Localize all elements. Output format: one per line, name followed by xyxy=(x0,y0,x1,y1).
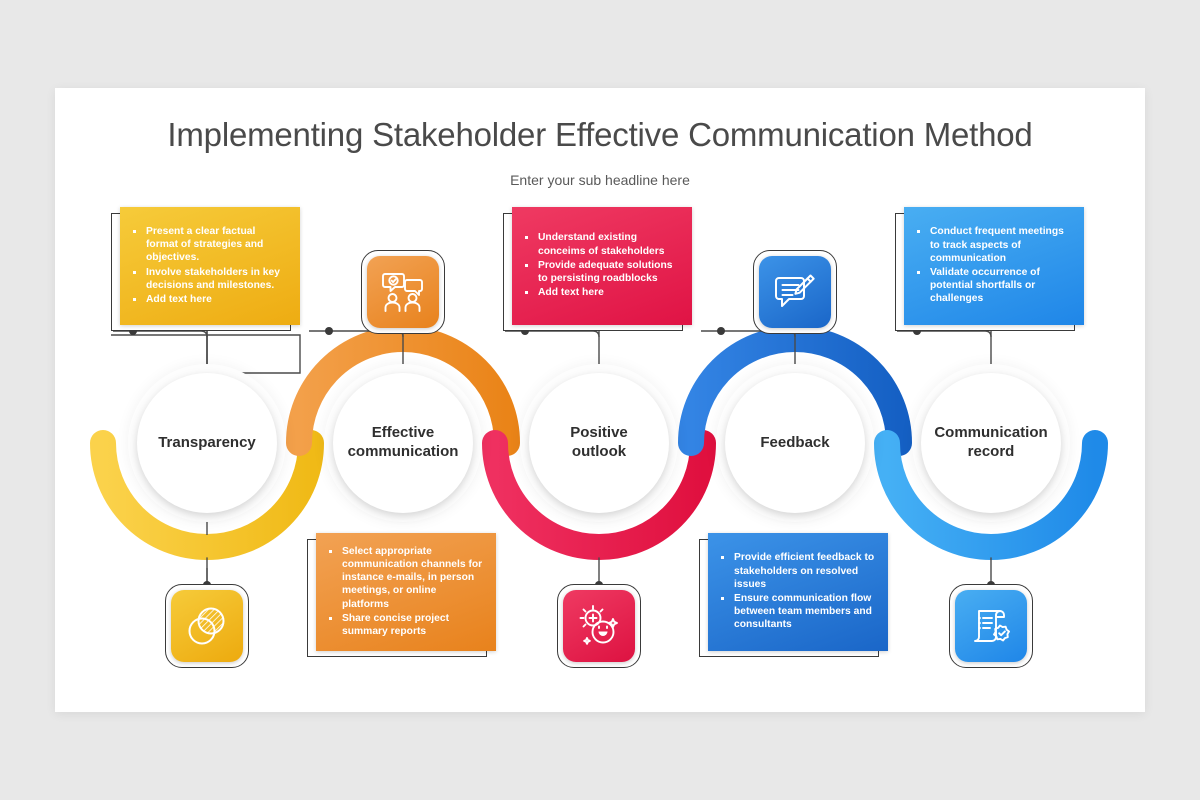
icon-tile-transparency[interactable] xyxy=(165,584,249,668)
slide-canvas: Implementing Stakeholder Effective Commu… xyxy=(55,88,1145,712)
card-fill: Provide efficient feedback to stakeholde… xyxy=(708,533,888,651)
list-item: Select appropriate communication channel… xyxy=(329,545,483,610)
icon-tile-communication-record[interactable] xyxy=(949,584,1033,668)
icon-tile-positive-outlook[interactable] xyxy=(557,584,641,668)
icon-tile-feedback[interactable] xyxy=(753,250,837,334)
text-card-communication-record[interactable]: Conduct frequent meetings to track aspec… xyxy=(895,207,1084,331)
people-chat-check-icon xyxy=(380,269,426,315)
list-item: Conduct frequent meetings to track aspec… xyxy=(917,225,1072,265)
icon-tile-effective-communication[interactable] xyxy=(361,250,445,334)
card-fill: Understand existing conceims of stakehol… xyxy=(512,207,692,325)
bullet-list: Provide efficient feedback to stakeholde… xyxy=(708,551,888,632)
page-subtitle: Enter your sub headline here xyxy=(510,172,690,188)
smiley-sparkle-icon xyxy=(576,603,622,649)
node-transparency[interactable]: Transparency xyxy=(137,373,277,513)
text-card-transparency[interactable]: Present a clear factual format of strate… xyxy=(111,207,300,331)
chat-pencil-icon xyxy=(772,269,818,315)
tile-fill xyxy=(563,590,635,662)
list-item: Ensure communication flow between team m… xyxy=(721,592,876,632)
scroll-seal-icon xyxy=(968,603,1014,649)
list-item: Add text here xyxy=(525,286,680,299)
list-item: Provide efficient feedback to stakeholde… xyxy=(721,552,875,590)
list-item: Share concise project summary reports xyxy=(329,612,484,638)
list-item: Present a clear factual format of strate… xyxy=(133,225,288,265)
list-item: Involve stakeholders in key decisions an… xyxy=(133,266,288,292)
card-fill: Conduct frequent meetings to track aspec… xyxy=(904,207,1084,325)
tile-fill xyxy=(367,256,439,328)
page-title: Implementing Stakeholder Effective Commu… xyxy=(167,116,1033,153)
node-label-transparency: Transparency xyxy=(158,433,256,451)
tile-fill xyxy=(759,256,831,328)
tile-fill xyxy=(955,590,1027,662)
node-label-feedback: Feedback xyxy=(760,433,830,451)
text-card-positive-outlook[interactable]: Understand existing conceims of stakehol… xyxy=(503,207,692,331)
bullet-list: Select appropriate communication channel… xyxy=(316,545,496,639)
list-item: Provide adequate solutions to persisting… xyxy=(525,259,680,285)
bullet-list: Conduct frequent meetings to track aspec… xyxy=(904,225,1084,306)
node-feedback[interactable]: Feedback xyxy=(725,373,865,513)
list-item: Understand existing conceims of stakehol… xyxy=(525,231,680,257)
tile-fill xyxy=(171,590,243,662)
bullet-list: Present a clear factual format of strate… xyxy=(120,225,300,307)
text-card-effective-communication[interactable]: Select appropriate communication channel… xyxy=(307,533,496,657)
list-item: Validate occurrence of potential shortfa… xyxy=(917,266,1072,306)
overlapping-circles-icon xyxy=(185,604,229,648)
card-fill: Select appropriate communication channel… xyxy=(316,533,496,651)
card-fill: Present a clear factual format of strate… xyxy=(120,207,300,325)
text-card-feedback[interactable]: Provide efficient feedback to stakeholde… xyxy=(699,533,888,657)
list-item: Add text here xyxy=(133,293,288,306)
bullet-list: Understand existing conceims of stakehol… xyxy=(512,231,692,300)
